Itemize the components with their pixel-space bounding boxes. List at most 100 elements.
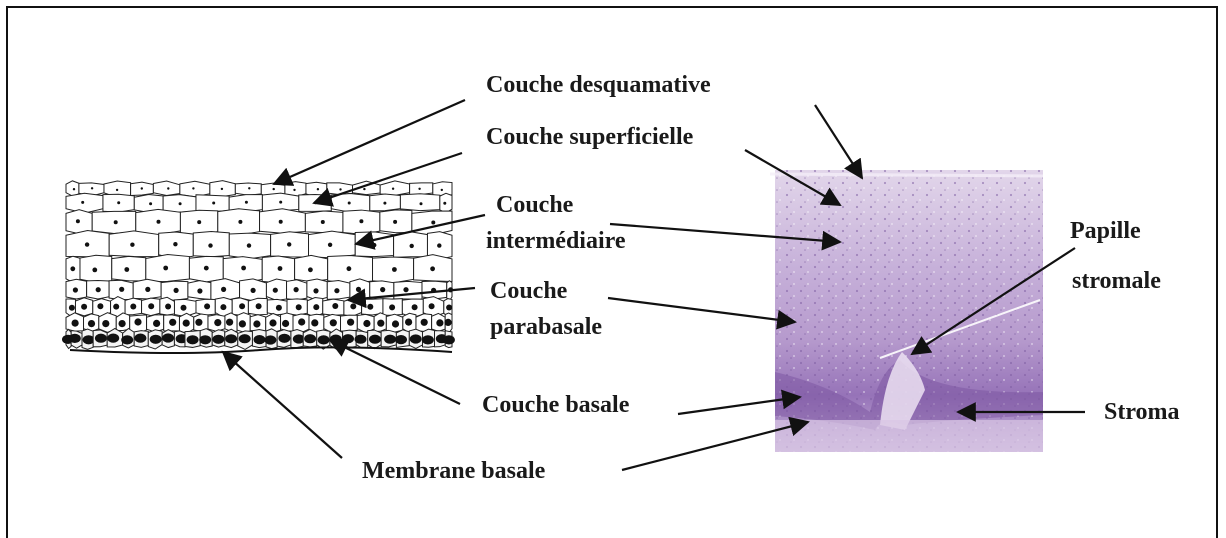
cell-nucleus [208,243,212,247]
cell-nucleus [294,287,299,292]
cell-nucleus [95,334,107,343]
cell-nucleus [134,318,141,325]
epithelial-cell [153,181,179,196]
cell-nucleus [431,221,435,225]
cell-nucleus [116,189,118,191]
cell-nucleus [339,188,341,190]
epithelial-cell [400,194,439,211]
cell-nucleus [245,201,248,204]
cell-nucleus [256,303,262,309]
cell-nucleus [251,288,256,293]
cell-nucleus [317,188,319,190]
cell-nucleus [377,320,384,327]
cell-nucleus [367,304,373,310]
cell-nucleus [130,304,136,310]
cell-nucleus [174,288,179,293]
cell-nucleus [187,335,199,344]
cell-nucleus [293,189,295,191]
cell-nucleus [446,305,452,311]
label-papille-stromale-line2: stromale [1072,266,1161,296]
epithelial-cell [180,181,210,197]
cell-nucleus [276,305,282,311]
label-stroma: Stroma [1104,397,1180,427]
cell-nucleus [342,334,354,343]
cell-nucleus [107,334,119,343]
cell-nucleus [359,219,363,223]
cell-nucleus [134,334,146,343]
cell-nucleus [348,202,351,205]
cell-nucleus [389,304,395,310]
cell-nucleus [153,320,160,327]
cell-nucleus [85,242,89,246]
cell-nucleus [308,267,313,272]
epithelial-cell [410,183,433,195]
label-membrane-basale: Membrane basale [362,456,545,486]
cell-nucleus [443,335,455,344]
cell-nucleus [313,288,318,293]
cell-nucleus [173,242,177,246]
cell-nucleus [347,266,352,271]
cell-nucleus [102,320,109,327]
cell-nucleus [363,320,370,327]
cell-nucleus [383,202,386,205]
cell-nucleus [410,334,422,343]
cell-nucleus [273,188,275,190]
cell-nucleus [392,188,394,190]
cell-nucleus [334,288,339,293]
cell-nucleus [269,319,276,326]
cell-nucleus [192,187,194,189]
cell-nucleus [73,287,78,292]
cell-nucleus [437,243,441,247]
label-couche-basale: Couche basale [482,390,629,420]
label-couche-parabasale-line1: Couche [490,276,567,306]
cell-nucleus [279,201,282,204]
cell-nucleus [392,320,399,327]
cell-nucleus [121,335,133,344]
cell-nucleus [420,202,423,205]
cell-nucleus [204,303,210,309]
cell-nucleus [247,243,251,247]
cell-nucleus [330,319,337,326]
cell-nucleus [225,334,237,343]
cell-nucleus [117,201,120,204]
cell-nucleus [296,304,302,310]
cell-nucleus [445,319,452,326]
cell-nucleus [124,267,129,272]
cell-nucleus [91,187,93,189]
arrow-desquamative-right [815,105,862,178]
cell-nucleus [204,266,209,271]
cell-nucleus [239,334,251,343]
cell-nucleus [181,305,187,311]
cell-nucleus [248,187,250,189]
cell-nucleus [162,333,174,342]
cell-nucleus [73,188,75,190]
cell-nucleus [165,304,171,310]
cell-nucleus [321,220,325,224]
cell-nucleus [81,304,87,310]
histology-micrograph [770,170,1043,452]
cell-nucleus [163,266,168,271]
cell-nucleus [212,202,215,205]
cell-nucleus [412,304,418,310]
cell-nucleus [332,303,338,309]
epithelial-cell [66,181,79,196]
cell-nucleus [149,202,152,205]
arrow-desquamative-left [274,100,465,184]
cell-nucleus [145,287,150,292]
cell-nucleus [392,267,397,272]
cell-nucleus [393,220,397,224]
cell-nucleus [119,320,126,327]
cell-nucleus [130,243,134,247]
cell-nucleus [167,187,169,189]
cell-nucleus [254,335,266,344]
cell-nucleus [287,242,291,246]
cell-nucleus [179,202,182,205]
epithelial-cell [235,183,261,195]
cell-nucleus [350,303,356,309]
cell-nucleus [279,220,283,224]
cell-nucleus [436,319,443,326]
cell-nucleus [380,287,385,292]
cell-nucleus [114,220,118,224]
cell-nucleus [195,319,202,326]
cell-nucleus [150,335,162,344]
